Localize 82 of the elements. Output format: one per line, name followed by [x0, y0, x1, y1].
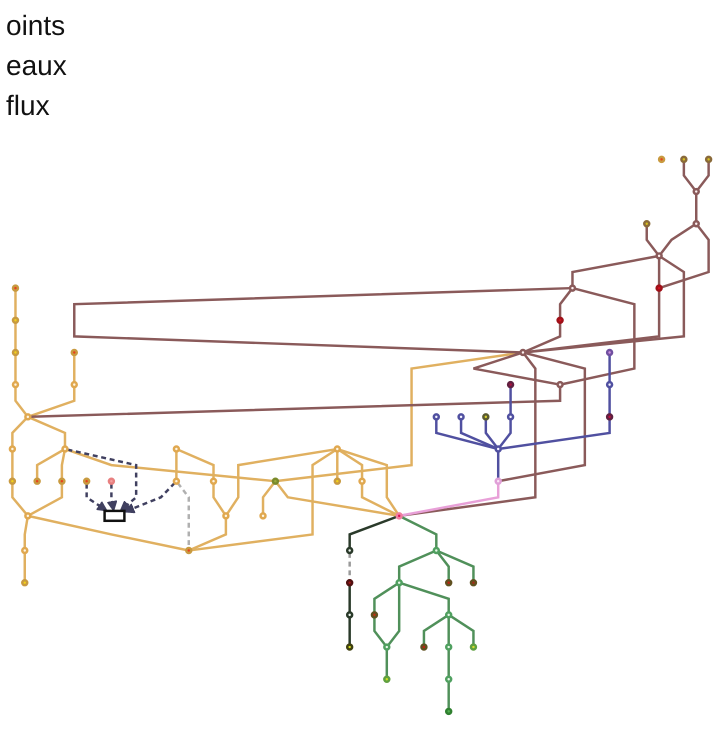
- connector: [36, 448, 64, 478]
- connector: [348, 616, 351, 644]
- connector: [447, 616, 450, 644]
- connector: [608, 386, 611, 414]
- connector: [447, 681, 450, 709]
- connector: [373, 582, 398, 612]
- arrow: [124, 482, 176, 513]
- connector: [447, 649, 450, 676]
- heading-text: flux: [6, 89, 50, 123]
- connector: [525, 256, 686, 354]
- connector: [66, 448, 274, 482]
- connector: [608, 354, 611, 382]
- connector: [435, 418, 496, 450]
- connector: [226, 448, 336, 514]
- arrow: [67, 448, 138, 511]
- connector: [190, 518, 228, 550]
- connector: [339, 448, 399, 514]
- connector: [484, 418, 498, 448]
- connector: [660, 224, 695, 254]
- connector: [436, 551, 450, 580]
- connector: [14, 386, 28, 416]
- connector: [658, 258, 660, 286]
- connector: [30, 416, 66, 446]
- connector: [11, 483, 28, 514]
- connector: [500, 418, 611, 450]
- connector: [24, 518, 29, 548]
- connector: [191, 448, 336, 552]
- connector: [438, 550, 475, 580]
- connector: [14, 322, 17, 350]
- connector: [562, 287, 636, 385]
- connector: [29, 483, 64, 516]
- connector: [60, 450, 66, 478]
- connector: [558, 288, 572, 318]
- connector: [30, 514, 187, 551]
- connector: [24, 552, 26, 580]
- arrow: [106, 483, 118, 511]
- heading-text: oints: [6, 9, 66, 43]
- connector: [175, 451, 178, 478]
- connector: [73, 286, 570, 354]
- connector: [646, 226, 659, 254]
- connector: [401, 353, 537, 516]
- connector: [472, 352, 558, 385]
- connector: [496, 451, 500, 478]
- connector: [661, 224, 710, 288]
- connector: [422, 614, 448, 644]
- connector: [696, 161, 710, 190]
- connector: [348, 515, 398, 548]
- connector: [336, 451, 339, 478]
- connector: [682, 161, 696, 190]
- connector: [360, 483, 398, 516]
- connector: [262, 482, 275, 513]
- connector: [524, 322, 562, 352]
- connector: [11, 417, 28, 446]
- connector: [73, 354, 76, 382]
- connector: [373, 616, 386, 646]
- connector: [509, 386, 512, 414]
- connector: [695, 194, 698, 221]
- connector: [212, 483, 226, 514]
- connector: [500, 351, 586, 482]
- connector: [460, 418, 496, 449]
- connector: [276, 482, 397, 516]
- connector: [450, 614, 475, 644]
- connector: [401, 582, 450, 612]
- connector: [30, 386, 76, 417]
- connector: [525, 290, 660, 353]
- connector: [14, 290, 17, 318]
- heading-text: eaux: [6, 49, 67, 83]
- connector: [401, 483, 500, 516]
- arrow: [85, 483, 108, 511]
- connector: [14, 354, 17, 382]
- connector: [30, 386, 562, 418]
- connector: [387, 584, 400, 646]
- connector: [400, 515, 438, 548]
- connector: [348, 584, 351, 612]
- connector: [498, 418, 512, 448]
- connector: [11, 451, 14, 478]
- connector: [176, 482, 190, 548]
- connector: [571, 254, 657, 286]
- connector: [338, 448, 364, 478]
- connector: [398, 550, 435, 580]
- connector: [178, 448, 215, 478]
- connector: [386, 649, 388, 676]
